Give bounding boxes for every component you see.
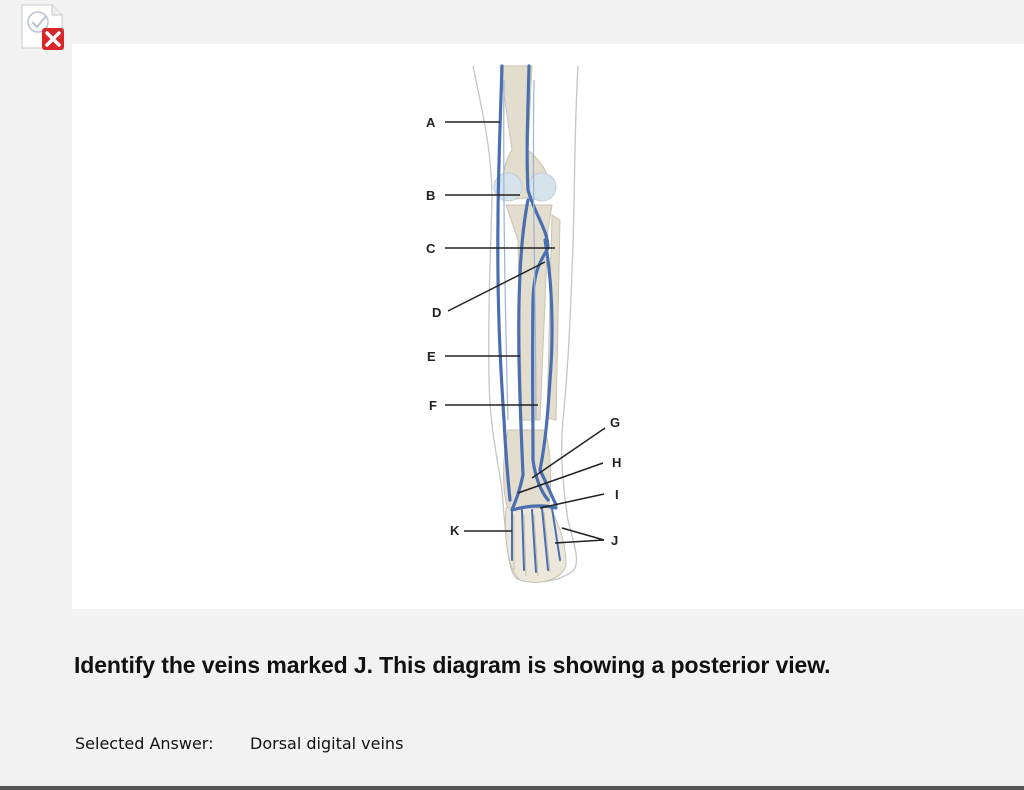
label-c: C [426, 241, 436, 256]
selected-answer-label: Selected Answer: [75, 734, 214, 753]
label-i: I [615, 487, 619, 502]
label-k: K [450, 523, 460, 538]
incorrect-status-icon [18, 2, 68, 52]
question-text: Identify the veins marked J. This diagra… [74, 652, 831, 678]
bottom-divider [0, 786, 1024, 790]
label-e: E [427, 349, 436, 364]
label-h: H [612, 455, 621, 470]
label-j: J [611, 533, 618, 548]
label-d: D [432, 305, 441, 320]
label-f: F [429, 398, 437, 413]
patella [493, 172, 523, 202]
leader-lines [445, 121, 606, 544]
label-a: A [426, 115, 436, 130]
label-b: B [426, 188, 435, 203]
diagram-panel: A B C D E F G H I K J [72, 44, 1024, 609]
selected-answer-value: Dorsal digital veins [250, 734, 404, 753]
leg-veins-diagram: A B C D E F G H I K J [426, 64, 621, 583]
label-g: G [610, 415, 620, 430]
